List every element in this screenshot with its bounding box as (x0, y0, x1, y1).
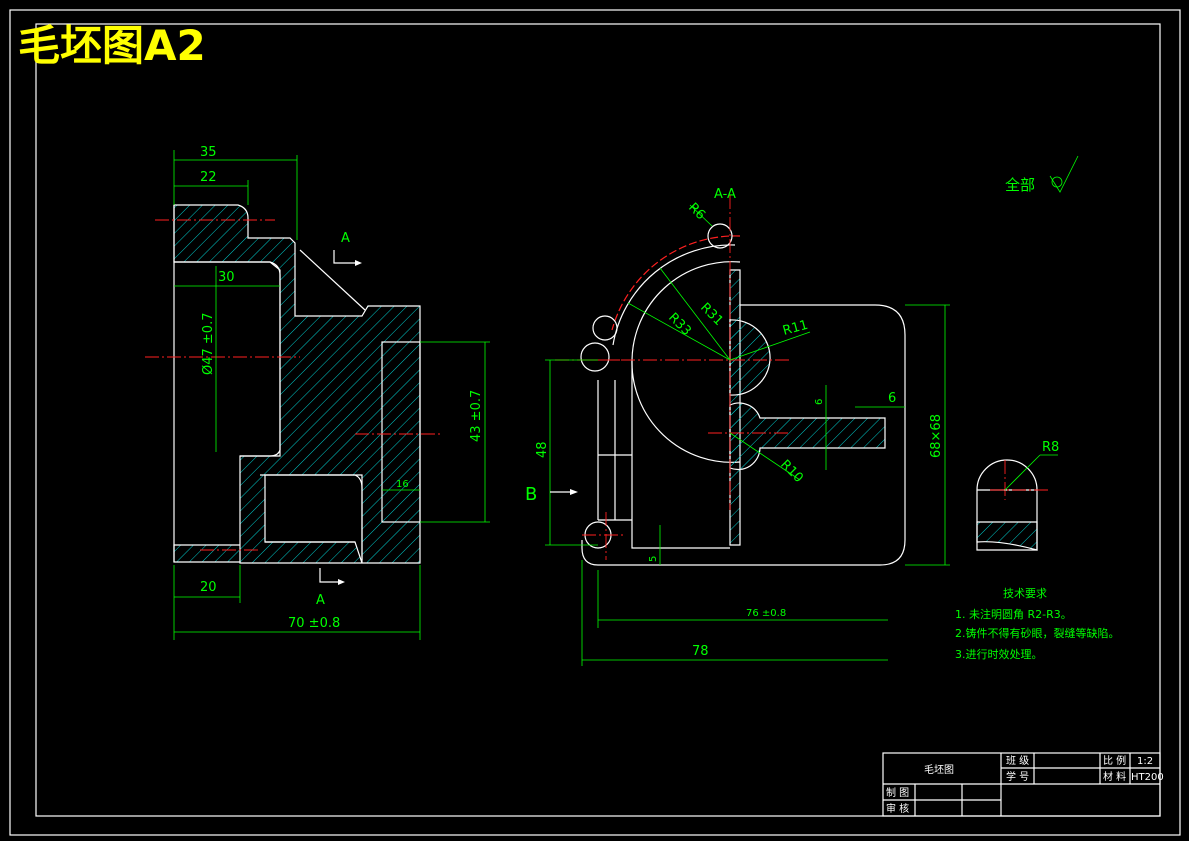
dim-30: 30 (218, 270, 235, 285)
tb-material-label: 材 料 (1103, 770, 1126, 783)
dim-68x68: 68×68 (929, 414, 944, 458)
tb-class-label: 班 级 (1006, 755, 1029, 767)
view-b-label: B (525, 484, 537, 505)
dim-78: 78 (692, 644, 709, 659)
dim-phi47: Ø47 ±0.7 (201, 313, 216, 375)
section-title: A-A (714, 187, 736, 202)
dim-5: 5 (648, 556, 659, 562)
tech-item-2: 2.铸件不得有砂眼，裂缝等缺陷。 (955, 626, 1120, 640)
tb-scale-label: 比 例 (1103, 754, 1126, 767)
dim-r6: R6 (685, 200, 708, 223)
section-view: A-A R6 R33 R31 R11 R10 (525, 187, 950, 666)
dim-r31: R31 (697, 300, 726, 329)
dim-r8: R8 (1042, 440, 1059, 455)
dim-76: 76 ±0.8 (746, 608, 786, 619)
tb-draw-label: 制 图 (886, 786, 909, 799)
dim-r11: R11 (781, 318, 810, 339)
dim-48: 48 (535, 441, 550, 458)
inner-border (35, 23, 1161, 817)
page-title: 毛坯图A2 (18, 21, 206, 70)
section-label-top: A (341, 231, 350, 246)
roughness-symbol: 全部 (1005, 155, 1079, 194)
tech-item-3: 3.进行时效处理。 (955, 647, 1043, 661)
surface-note: 全部 (1005, 176, 1035, 194)
left-view-body (173, 204, 421, 564)
dim-6a: 6 (814, 399, 825, 405)
dim-22: 22 (200, 170, 217, 185)
dim-43: 43 ±0.7 (469, 390, 484, 442)
tb-material-value: HT200 (1131, 772, 1164, 783)
section-label-bottom: A (316, 593, 325, 608)
tech-item-1: 1. 未注明圆角 R2-R3。 (955, 607, 1072, 621)
tech-requirements: 技术要求 1. 未注明圆角 R2-R3。 2.铸件不得有砂眼，裂缝等缺陷。 3.… (955, 587, 1120, 661)
tb-name: 毛坯图 (924, 764, 954, 776)
tech-heading: 技术要求 (1003, 587, 1047, 600)
title-block: 毛坯图 班 级 学 号 比 例 1:2 材 料 HT200 制 图 审 核 (882, 752, 1164, 817)
detail-view: R8 (976, 440, 1059, 551)
dim-r10: R10 (777, 457, 806, 486)
dim-r33: R33 (665, 310, 694, 339)
outer-border (9, 9, 1181, 836)
dim-35: 35 (200, 145, 217, 160)
dim-6b: 6 (888, 391, 896, 406)
tb-id-label: 学 号 (1006, 770, 1029, 783)
tb-scale-value: 1:2 (1137, 756, 1153, 767)
dim-16: 16 (396, 479, 409, 490)
dim-20: 20 (200, 580, 217, 595)
tb-check-label: 审 核 (886, 802, 909, 815)
left-view: 35 22 30 Ø47 ±0.7 43 ±0.7 16 20 70 ±0.8 … (145, 145, 490, 640)
dim-70: 70 ±0.8 (288, 616, 340, 631)
